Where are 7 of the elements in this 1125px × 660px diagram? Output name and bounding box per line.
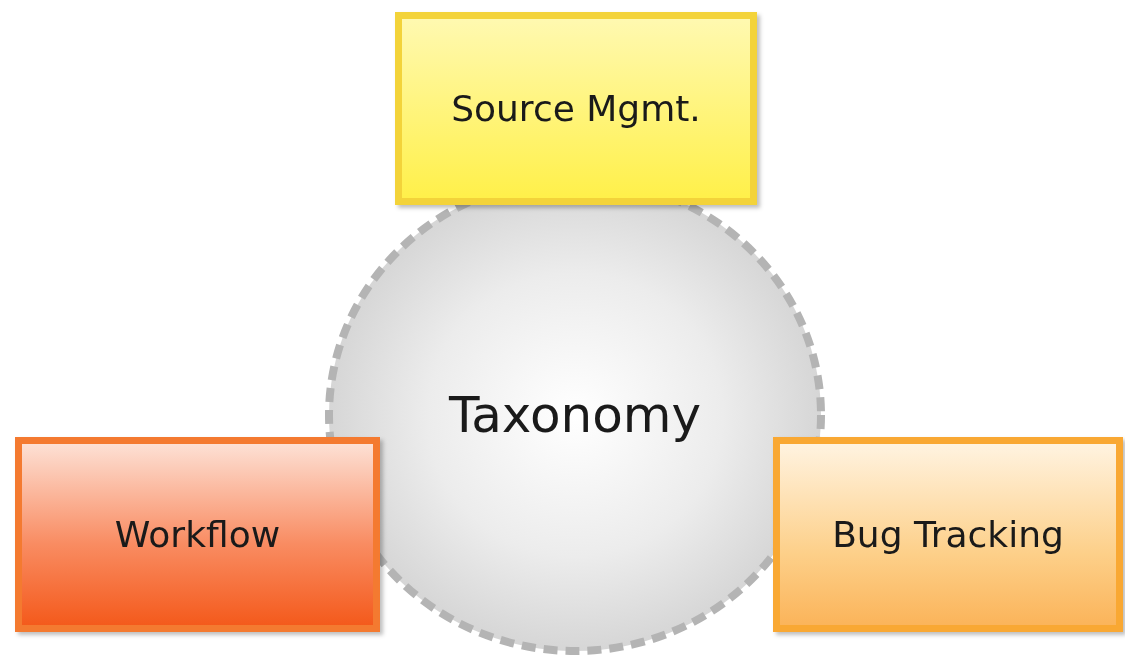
box-label: Bug Tracking [832,514,1064,555]
box-label: Workflow [114,514,281,555]
process-box [773,437,1123,632]
process-box [15,437,380,632]
circle-label: Taxonomy [448,386,702,444]
box-label: Source Mgmt. [451,88,701,129]
process-box [395,12,757,205]
